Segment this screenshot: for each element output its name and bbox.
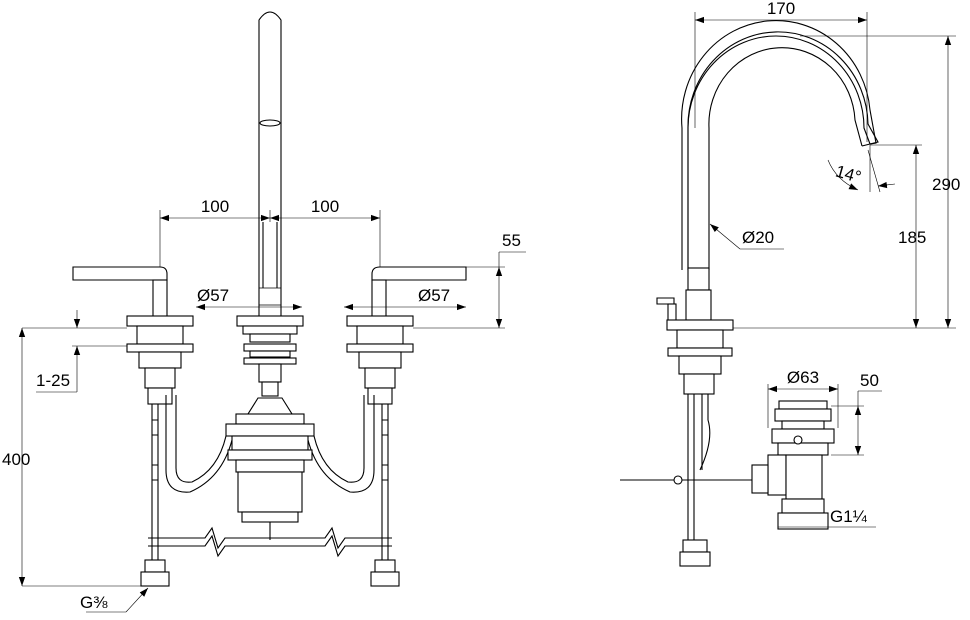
dim-connection: G⅜ [80,587,149,613]
dim-waste-diameter: Ø63 [767,368,839,428]
label-connection: G⅜ [80,593,108,612]
front-mixing-body [165,395,375,540]
label-waste-height: 50 [860,371,879,390]
side-view: 170 290 185 14° Ø20 [620,0,960,567]
label-outlet-height: 185 [898,228,926,247]
side-spout [620,20,879,567]
label-overall-height: 290 [932,175,960,194]
label-reach: 170 [767,0,795,18]
label-deck-thickness: 1-25 [36,371,70,390]
label-spout-angle: 14° [833,162,863,187]
front-right-valve [346,266,467,587]
front-view: 100 100 Ø57 Ø57 55 1-25 [2,11,526,613]
dim-deck-thickness: 1-25 [22,310,127,393]
side-waste [751,400,835,530]
dim-spacing: 100 100 [159,197,381,267]
dim-overall-height: 290 [733,35,960,329]
dim-handle-height: 55 [413,231,526,329]
label-spacing-right: 100 [311,197,339,216]
dim-waste-height: 50 [831,371,882,456]
dim-waste-thread: G1¼ [777,507,876,528]
dim-spout-diameter: Ø20 [709,223,784,250]
dim-diameter-front: Ø57 Ø57 [196,286,466,311]
dim-reach: 170 [694,0,868,142]
label-diameter-right: Ø57 [418,286,450,305]
label-overall-depth: 400 [2,450,30,469]
label-handle-height: 55 [502,231,521,250]
dim-spout-angle: 14° [827,145,896,193]
label-waste-diameter: Ø63 [787,368,819,387]
label-spout-diameter: Ø20 [742,228,774,247]
dim-outlet-height: 185 [870,144,926,328]
label-diameter-left: Ø57 [197,286,229,305]
front-spout [236,11,304,397]
front-left-valve [72,266,194,587]
dim-overall-depth: 400 [2,328,141,587]
front-break-lines [148,526,392,558]
label-spacing-left: 100 [201,197,229,216]
label-waste-thread: G1¼ [830,507,868,526]
